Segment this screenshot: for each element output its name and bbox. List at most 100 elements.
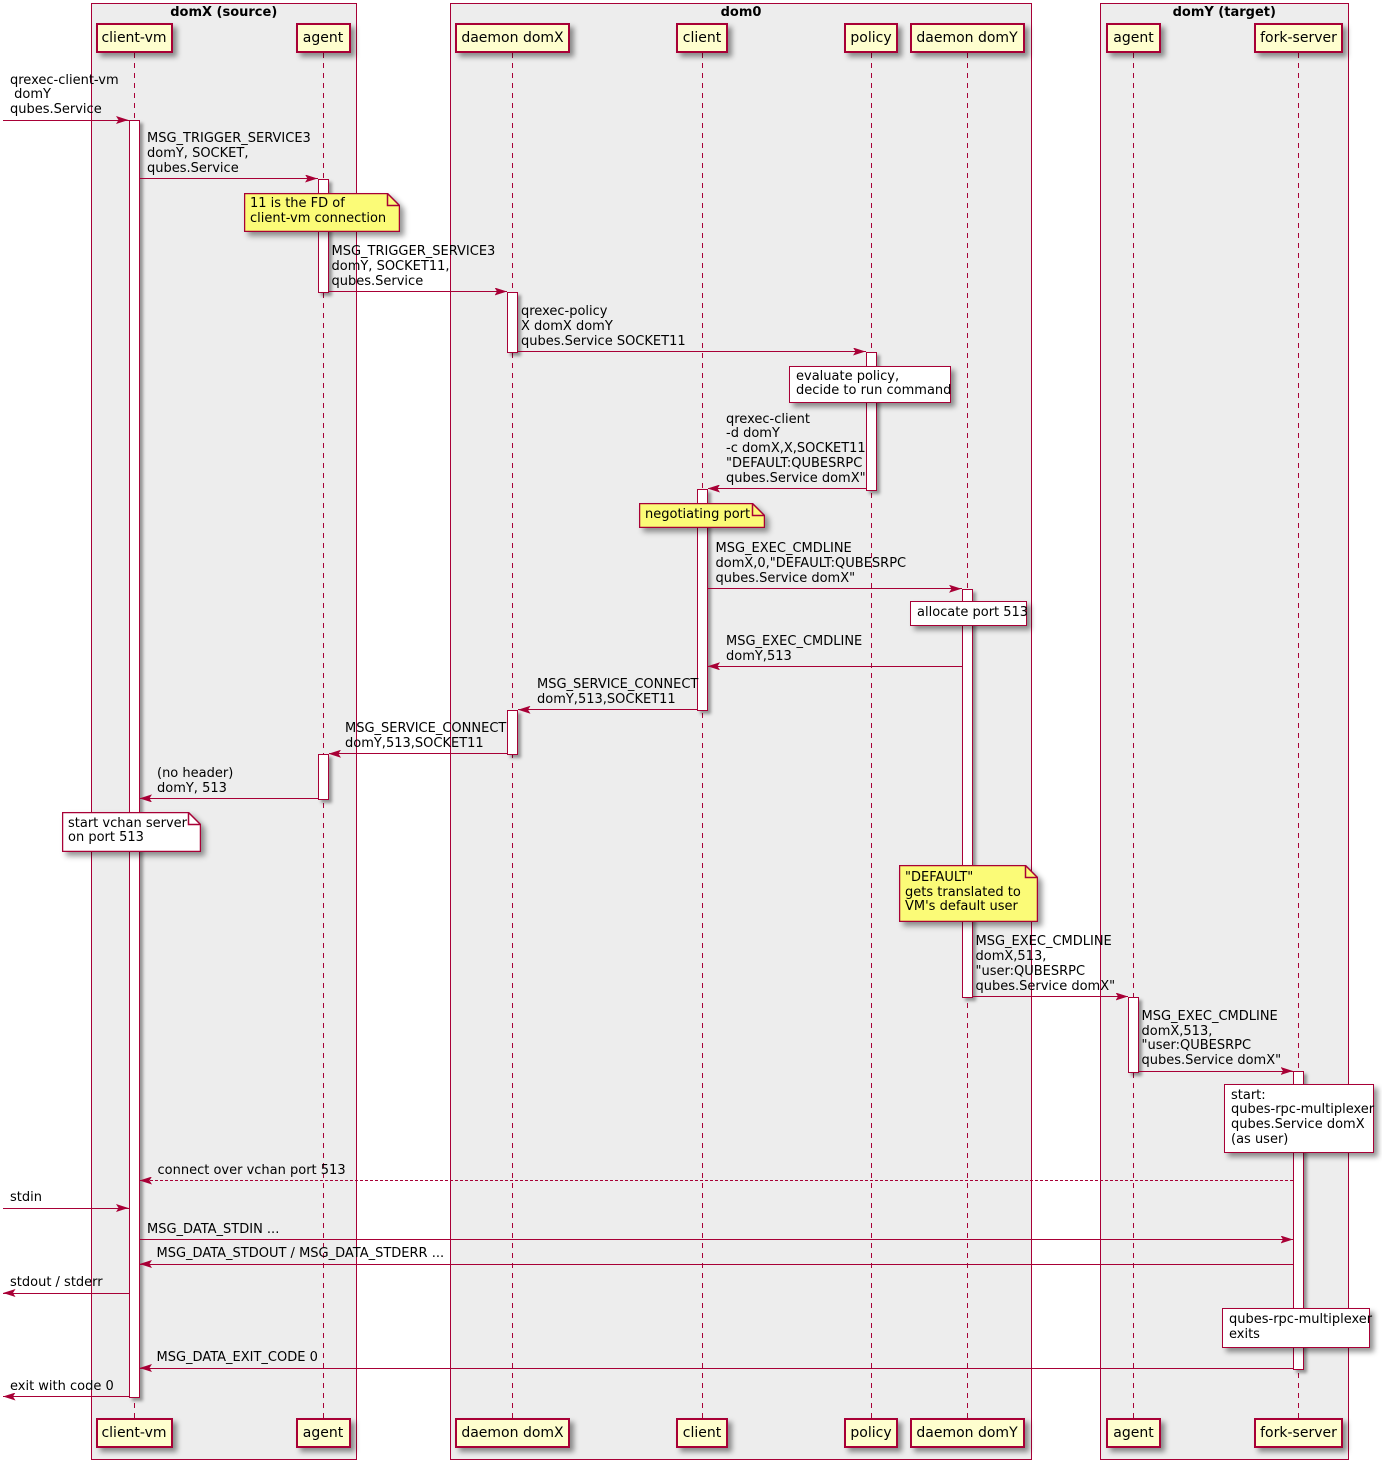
msg-data-exit-code-line bbox=[139, 1367, 1293, 1369]
note-start-vchan-server-shape bbox=[62, 812, 201, 852]
msg-exec-cmdline-3-label: MSG_EXEC_CMDLINE domX,513, "user:QUBESRP… bbox=[975, 934, 1116, 994]
activation-agent-domx-2 bbox=[317, 753, 329, 800]
participant-fork-server-bottom-7: fork-server bbox=[1254, 1418, 1343, 1448]
msg-trigger-service3-1-arrowhead-icon bbox=[305, 174, 318, 183]
note-multiplexer-exits: qubes-rpc-multiplexer exits bbox=[1222, 1308, 1372, 1348]
msg-trigger-service3-1-label: MSG_TRIGGER_SERVICE3 domY, SOCKET, qubes… bbox=[147, 131, 311, 176]
participant-daemon-domx-top-2: daemon domX bbox=[455, 23, 570, 53]
activation-policy bbox=[865, 351, 877, 491]
note-negotiating-port-shape bbox=[639, 503, 765, 528]
activation-agent-domy bbox=[1128, 996, 1139, 1073]
participant-agent-top-6: agent bbox=[1106, 23, 1161, 53]
msg-service-connect-1-line bbox=[518, 709, 697, 711]
lifeline-policy-4 bbox=[870, 53, 872, 1418]
msg-connect-vchan-arrowhead-icon bbox=[139, 1176, 152, 1185]
participant-daemon-domy-top-5: daemon domY bbox=[909, 23, 1025, 53]
msg-stdin-arrowhead-icon bbox=[116, 1204, 129, 1212]
msg-qrexec-client-label: qrexec-client -d domY -c domX,X,SOCKET11… bbox=[726, 411, 866, 486]
msg-trigger-service3-2-arrowhead-icon bbox=[494, 287, 507, 296]
group-box-2 bbox=[1100, 3, 1349, 1460]
msg-exit-code-line bbox=[3, 1396, 129, 1397]
activation-daemon-domx-1 bbox=[507, 291, 518, 353]
msg-qrexec-client-vm-line bbox=[3, 119, 129, 121]
note-allocate-port-text: allocate port 513 bbox=[917, 604, 1029, 620]
msg-exit-code-label: exit with code 0 bbox=[10, 1378, 114, 1394]
msg-data-stdin-label: MSG_DATA_STDIN ... bbox=[147, 1221, 280, 1237]
note-fd-of-connection: 11 is the FD of client-vm connection bbox=[244, 193, 400, 232]
msg-service-connect-1-arrowhead-icon bbox=[518, 705, 531, 714]
note-negotiating-port-text: negotiating port bbox=[645, 506, 751, 522]
group-box-title-1: dom0 bbox=[720, 5, 762, 20]
participant-daemon-domx-bottom-2: daemon domX bbox=[455, 1418, 570, 1448]
note-negotiating-port: negotiating port bbox=[639, 503, 765, 528]
msg-exec-cmdline-4-line bbox=[1139, 1070, 1293, 1072]
participant-agent-top-1: agent bbox=[295, 23, 351, 53]
msg-no-header-label: (no header) domY, 513 bbox=[157, 765, 234, 796]
participant-agent-bottom-6: agent bbox=[1106, 1418, 1161, 1448]
msg-stdin-label: stdin bbox=[10, 1190, 42, 1206]
msg-qrexec-client-arrowhead-icon bbox=[707, 484, 720, 493]
group-box-1 bbox=[450, 3, 1032, 1460]
note-evaluate-policy: evaluate policy, decide to run command bbox=[789, 366, 951, 403]
msg-stdin-line bbox=[3, 1207, 129, 1209]
msg-stdout-stderr-line bbox=[3, 1292, 129, 1294]
msg-exec-cmdline-1-label: MSG_EXEC_CMDLINE domX,0,"DEFAULT:QUBESRP… bbox=[715, 541, 907, 587]
msg-exec-cmdline-4-arrowhead-icon bbox=[1280, 1067, 1293, 1075]
msg-service-connect-2-arrowhead-icon bbox=[328, 749, 341, 758]
msg-connect-vchan-label: connect over vchan port 513 bbox=[157, 1162, 346, 1178]
lifeline-agent-1 bbox=[322, 53, 324, 1418]
msg-exec-cmdline-1-line bbox=[707, 588, 962, 590]
msg-qrexec-policy-arrowhead-icon bbox=[853, 347, 866, 356]
note-fd-of-connection-shape bbox=[244, 193, 400, 232]
note-allocate-port: allocate port 513 bbox=[910, 601, 1029, 626]
msg-no-header-line bbox=[139, 797, 318, 799]
msg-qrexec-client-vm-label: qrexec-client-vm domY qubes.Service bbox=[10, 72, 119, 118]
msg-data-stdin-arrowhead-icon bbox=[1280, 1235, 1293, 1244]
activation-daemon-domy bbox=[961, 588, 973, 998]
msg-exec-cmdline-4-label: MSG_EXEC_CMDLINE domX,513, "user:QUBESRP… bbox=[1141, 1008, 1282, 1069]
note-fd-of-connection-text: 11 is the FD of client-vm connection bbox=[250, 196, 387, 226]
participant-client-vm-top-0: client-vm bbox=[95, 23, 173, 53]
note-default-translated-shape bbox=[899, 865, 1038, 922]
group-box-title-2: domY (target) bbox=[1172, 5, 1276, 20]
msg-exit-code-arrowhead-icon bbox=[3, 1392, 16, 1401]
msg-connect-vchan-line bbox=[139, 1180, 1293, 1181]
lifeline-agent-6 bbox=[1133, 53, 1134, 1418]
activation-agent-domx-1 bbox=[317, 178, 329, 293]
note-default-translated-text: "DEFAULT" gets translated to VM's defaul… bbox=[905, 869, 1021, 915]
note-start-vchan-server: start vchan server on port 513 bbox=[62, 812, 201, 852]
msg-data-stdout-arrowhead-icon bbox=[139, 1260, 152, 1268]
msg-no-header-arrowhead-icon bbox=[139, 794, 152, 803]
msg-qrexec-policy-line bbox=[518, 351, 866, 352]
msg-exec-cmdline-3-arrowhead-icon bbox=[1115, 992, 1128, 1001]
participant-policy-top-4: policy bbox=[844, 23, 898, 53]
msg-data-stdout-label: MSG_DATA_STDOUT / MSG_DATA_STDERR ... bbox=[156, 1246, 445, 1262]
msg-trigger-service3-2-label: MSG_TRIGGER_SERVICE3 domY, SOCKET11, qub… bbox=[331, 244, 496, 289]
participant-client-vm-bottom-0: client-vm bbox=[95, 1418, 173, 1448]
participant-client-top-3: client bbox=[676, 23, 728, 53]
participant-client-bottom-3: client bbox=[676, 1418, 728, 1448]
msg-trigger-service3-2-line bbox=[328, 291, 507, 292]
activation-daemon-domx-2 bbox=[507, 709, 518, 756]
lifeline-client-3 bbox=[701, 53, 703, 1418]
activation-client bbox=[696, 488, 708, 711]
note-start-multiplexer-text: start: qubes-rpc-multiplexer qubes.Servi… bbox=[1231, 1087, 1375, 1148]
activation-fork-server bbox=[1293, 1071, 1304, 1370]
msg-qrexec-client-line bbox=[707, 488, 866, 489]
msg-exec-cmdline-2-label: MSG_EXEC_CMDLINE domY,513 bbox=[726, 633, 863, 664]
msg-exec-cmdline-2-line bbox=[707, 665, 962, 667]
msg-exec-cmdline-1-arrowhead-icon bbox=[949, 584, 962, 593]
msg-data-exit-code-arrowhead-icon bbox=[139, 1364, 152, 1372]
msg-service-connect-1-label: MSG_SERVICE_CONNECT domY,513,SOCKET11 bbox=[537, 677, 699, 708]
msg-qrexec-policy-label: qrexec-policy X domX domY qubes.Service … bbox=[521, 304, 686, 349]
participant-daemon-domy-bottom-5: daemon domY bbox=[909, 1418, 1025, 1448]
msg-stdout-stderr-label: stdout / stderr bbox=[10, 1275, 103, 1291]
msg-data-exit-code-label: MSG_DATA_EXIT_CODE 0 bbox=[156, 1350, 318, 1366]
msg-data-stdin-line bbox=[139, 1239, 1293, 1240]
note-default-translated: "DEFAULT" gets translated to VM's defaul… bbox=[899, 865, 1038, 922]
msg-trigger-service3-1-line bbox=[139, 178, 318, 179]
participant-agent-bottom-1: agent bbox=[295, 1418, 351, 1448]
msg-data-stdout-line bbox=[139, 1263, 1293, 1265]
msg-exec-cmdline-2-arrowhead-icon bbox=[707, 662, 720, 671]
